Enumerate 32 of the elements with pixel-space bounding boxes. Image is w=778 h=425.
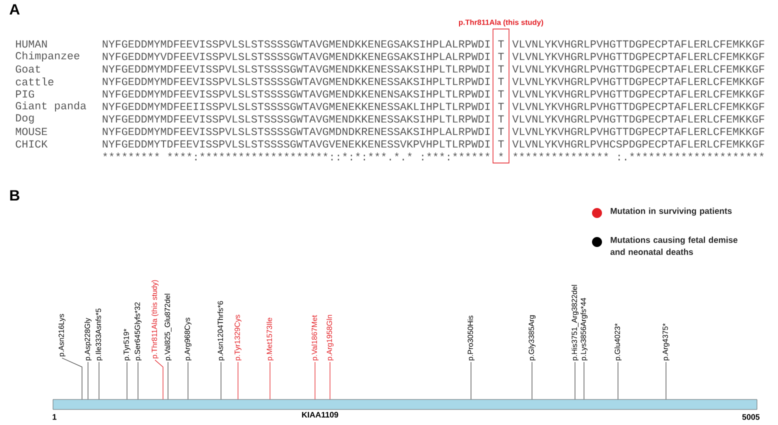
legend-text: Mutation in surviving patients (610, 208, 732, 216)
stem-line (98, 362, 100, 400)
stem-line (154, 360, 164, 400)
conservation-mark: * (499, 152, 503, 156)
stem-line (126, 362, 128, 400)
species-name: Giant panda (16, 101, 86, 112)
node-label: KIAA1109 (302, 412, 338, 418)
residue: T (498, 140, 504, 148)
species-name: HUMAN (16, 40, 47, 48)
species-name: Chimpanzee (16, 51, 80, 62)
residue: T (498, 40, 504, 48)
residue: T (498, 78, 504, 86)
species-name: CHICK (16, 140, 48, 148)
stem-line (470, 362, 472, 400)
panel-letter: A (10, 4, 20, 14)
stem-line (314, 362, 316, 400)
stem-line (220, 362, 222, 400)
panel-letter: B (10, 190, 20, 200)
species-name: Goat (16, 65, 40, 73)
legend-text: Mutations causing fetal demise and neonatal deaths (610, 236, 738, 255)
residue: T (498, 128, 504, 136)
stem-line (574, 362, 576, 400)
species-name: PIG (16, 90, 34, 98)
residue: T (498, 115, 504, 123)
residue: T (498, 102, 504, 110)
residue: T (498, 90, 504, 98)
species-name: cattle (16, 78, 54, 86)
species-name: MOUSE (16, 128, 48, 136)
residue: T (498, 65, 504, 73)
residue: T (498, 52, 504, 60)
stem-line (62, 358, 82, 400)
species-name: Dog (16, 114, 34, 124)
